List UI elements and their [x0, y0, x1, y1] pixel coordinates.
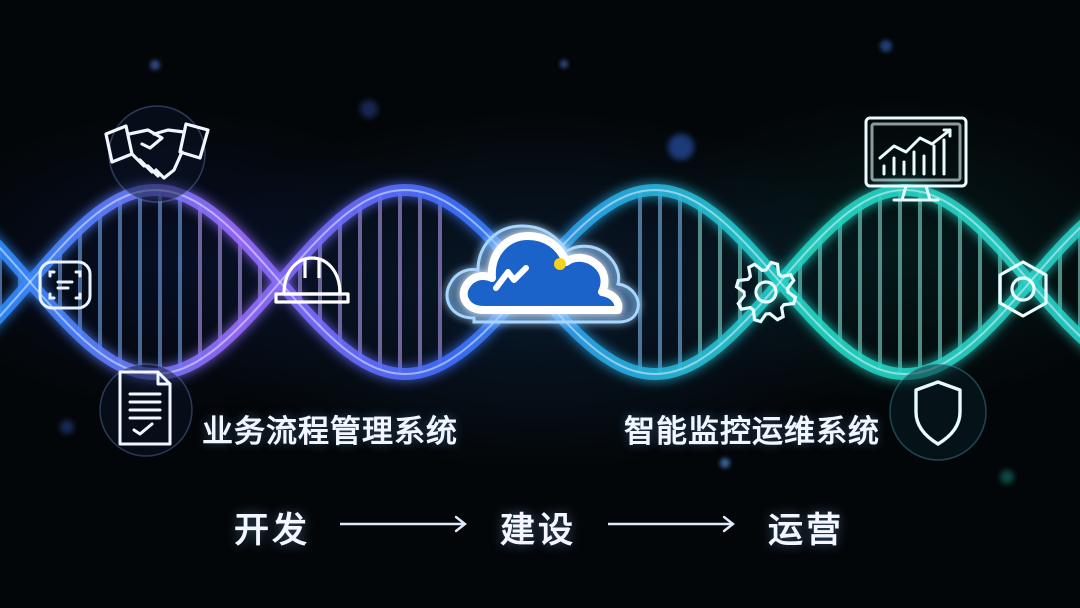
- flow-line-left: [0, 522, 200, 526]
- bokeh-light: [360, 100, 378, 118]
- gear-icon: [728, 254, 804, 330]
- flow-arrow-2: [608, 515, 735, 533]
- handshake-icon: [96, 104, 218, 204]
- hard-hat-icon: [272, 250, 352, 310]
- shield-icon: [886, 360, 990, 464]
- bokeh-light: [560, 60, 568, 68]
- flow-line-right: [874, 522, 1080, 526]
- face-scan-icon: [34, 256, 96, 314]
- stage-label-build: 建设: [500, 511, 577, 551]
- bokeh-light: [150, 60, 160, 70]
- bokeh-light: [60, 420, 74, 434]
- stage-label-operate: 运营: [768, 511, 845, 551]
- flow-arrow-1: [340, 515, 467, 533]
- stage-label-develop: 开发: [234, 511, 311, 551]
- cloud-icon: [434, 206, 646, 334]
- bokeh-light: [880, 40, 892, 52]
- bokeh-light: [720, 458, 730, 468]
- document-icon: [98, 362, 194, 458]
- bokeh-light: [668, 134, 694, 160]
- left-system-label: 业务流程管理系统: [202, 414, 458, 450]
- analytics-monitor-icon: [860, 112, 972, 212]
- bokeh-light: [1000, 470, 1014, 484]
- right-system-label: 智能监控运维系统: [624, 414, 880, 450]
- hex-nut-icon: [990, 256, 1056, 322]
